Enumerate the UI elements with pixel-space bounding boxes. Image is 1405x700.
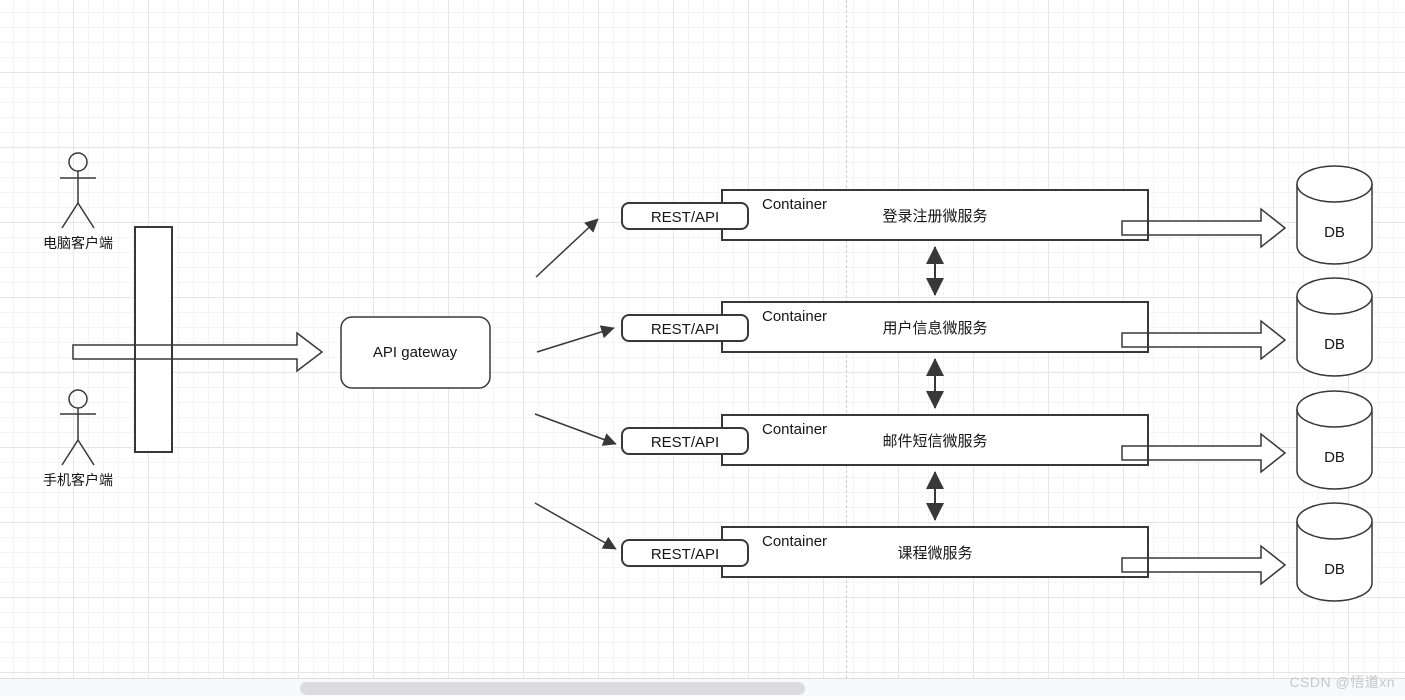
gateway-arrow-row4 <box>534 502 617 550</box>
service-name: 登录注册微服务 <box>882 208 987 225</box>
actor-pc-label: 电脑客户端 <box>43 235 113 251</box>
db-cylinder: DB <box>1296 165 1373 265</box>
client-bus-bar-fill <box>135 227 172 452</box>
rest-api-box <box>621 202 749 230</box>
bottom-edge <box>0 697 1405 700</box>
service-name: 课程微服务 <box>897 545 972 562</box>
actor-mobile-label: 手机客户端 <box>43 472 113 488</box>
container-title: Container <box>762 308 827 325</box>
gateway-arrow-row2 <box>536 325 615 353</box>
db-label: DB <box>1324 336 1345 353</box>
rest-api-box <box>621 427 749 455</box>
db-cylinder: DB <box>1296 502 1373 602</box>
container-to-db-arrow <box>1121 319 1287 361</box>
container-to-db-arrow <box>1121 207 1287 249</box>
container-title: Container <box>762 421 827 438</box>
service-row-login: Container 登录注册微服务 REST/API DB <box>621 165 1373 265</box>
db-cylinder: DB <box>1296 390 1373 490</box>
gateway-arrow-row3 <box>534 413 617 446</box>
rest-api-label: REST/API <box>651 321 719 338</box>
service-row-mail-sms: Container 邮件短信微服务 REST/API DB <box>621 390 1373 490</box>
container-title: Container <box>762 533 827 550</box>
container-title: Container <box>762 196 827 213</box>
service-row-userinfo: Container 用户信息微服务 REST/API DB <box>621 277 1373 377</box>
db-label: DB <box>1324 449 1345 466</box>
container-to-db-arrow <box>1121 544 1287 586</box>
rest-api-box <box>621 539 749 567</box>
rest-api-label: REST/API <box>651 209 719 226</box>
horizontal-scrollbar-thumb[interactable] <box>300 682 805 695</box>
actor-mobile-client: 手机客户端 <box>43 389 113 488</box>
service-name: 邮件短信微服务 <box>882 433 987 450</box>
db-label: DB <box>1324 224 1345 241</box>
clients-to-gateway-arrow <box>72 331 324 373</box>
architecture-diagram: 电脑客户端 手机客户端 API gateway <box>43 152 1373 602</box>
db-label: DB <box>1324 561 1345 578</box>
actor-pc-client: 电脑客户端 <box>43 152 113 251</box>
container-to-db-arrow <box>1121 432 1287 474</box>
csdn-watermark: CSDN @悟道xn <box>1289 674 1395 690</box>
api-gateway-node: API gateway <box>340 316 491 389</box>
rest-api-label: REST/API <box>651 546 719 563</box>
service-name: 用户信息微服务 <box>882 320 987 337</box>
gateway-arrow-row1 <box>535 218 599 278</box>
horizontal-scrollbar[interactable] <box>0 678 1405 697</box>
db-cylinder: DB <box>1296 277 1373 377</box>
api-gateway-label: API gateway <box>373 344 458 361</box>
service-row-course: Container 课程微服务 REST/API DB <box>621 502 1373 602</box>
client-bus-bar <box>134 226 173 453</box>
rest-api-label: REST/API <box>651 434 719 451</box>
rest-api-box <box>621 314 749 342</box>
